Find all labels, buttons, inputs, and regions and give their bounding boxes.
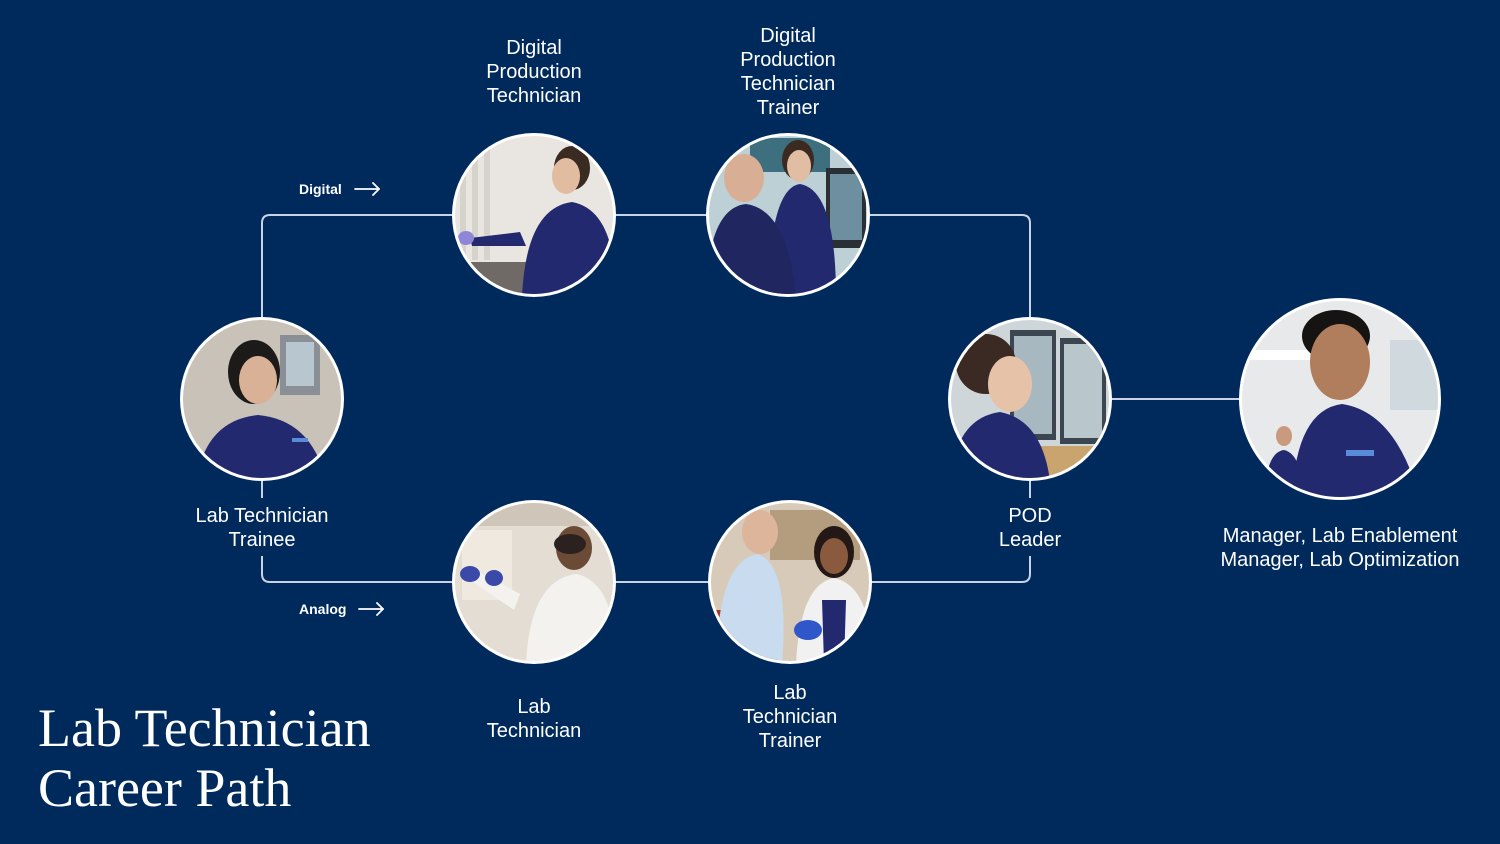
label-line: Technician xyxy=(486,720,582,742)
label-line: Technician xyxy=(742,706,838,728)
label-line: Manager, Lab Enablement xyxy=(1222,525,1458,547)
connector-lab-trainer-to-pod xyxy=(869,556,1031,583)
label-line: Manager, Lab Optimization xyxy=(1220,549,1460,571)
analog-branch-marker: Analog xyxy=(299,601,384,617)
digital-branch-marker: Digital xyxy=(299,181,380,197)
title-line-2: Career Path xyxy=(38,758,292,818)
node-lab-technician-trainee xyxy=(180,317,344,481)
node-manager xyxy=(1239,298,1441,500)
man-in-lab-coat-photo xyxy=(455,503,613,661)
node-digital-production-technician-trainer xyxy=(706,133,870,297)
connectors xyxy=(261,214,1242,583)
label-line: Production xyxy=(486,61,582,83)
label-line: Trainer xyxy=(756,97,820,119)
analog-branch-label: Analog xyxy=(299,601,346,617)
node-lab-technician xyxy=(452,500,616,664)
node-lab-technician-trainer xyxy=(708,500,872,664)
connector-digital-trainer-to-pod xyxy=(867,214,1031,320)
page-title: Lab Technician Career Path xyxy=(38,698,371,818)
digital-branch-label: Digital xyxy=(299,181,342,197)
label-lab-technician: Lab Technician xyxy=(434,695,634,743)
title-line-1: Lab Technician xyxy=(38,698,371,758)
label-manager: Manager, Lab Enablement Manager, Lab Opt… xyxy=(1190,524,1490,572)
woman-smiling-in-scrubs-photo xyxy=(183,320,341,478)
label-digital-production-technician: Digital Production Technician xyxy=(434,36,634,108)
label-line: Trainee xyxy=(228,529,296,551)
label-line: Production xyxy=(740,49,836,71)
node-digital-production-technician xyxy=(452,133,616,297)
label-line: Lab xyxy=(517,696,551,718)
connector-trainee-label-to-analog xyxy=(261,556,455,583)
label-line: Trainer xyxy=(758,730,822,752)
node-pod-leader xyxy=(948,317,1112,481)
label-line: Lab xyxy=(773,682,807,704)
label-pod-leader: POD Leader xyxy=(950,504,1110,552)
label-lab-technician-trainee: Lab Technician Trainee xyxy=(162,504,362,552)
two-colleagues-at-monitor-photo xyxy=(709,136,867,294)
label-line: Technician xyxy=(486,85,582,107)
label-line: Digital xyxy=(506,37,562,59)
label-lab-technician-trainer: Lab Technician Trainer xyxy=(690,681,890,753)
label-line: Lab Technician xyxy=(195,505,329,527)
label-line: Leader xyxy=(998,529,1062,551)
label-line: Digital xyxy=(760,25,816,47)
arrow-right-icon xyxy=(354,182,380,196)
connector-trainee-to-digital xyxy=(261,214,455,318)
arrow-right-icon xyxy=(358,602,384,616)
label-line: Technician xyxy=(740,73,836,95)
label-digital-production-technician-trainer: Digital Production Technician Trainer xyxy=(688,24,888,120)
label-line: POD xyxy=(1008,505,1052,527)
